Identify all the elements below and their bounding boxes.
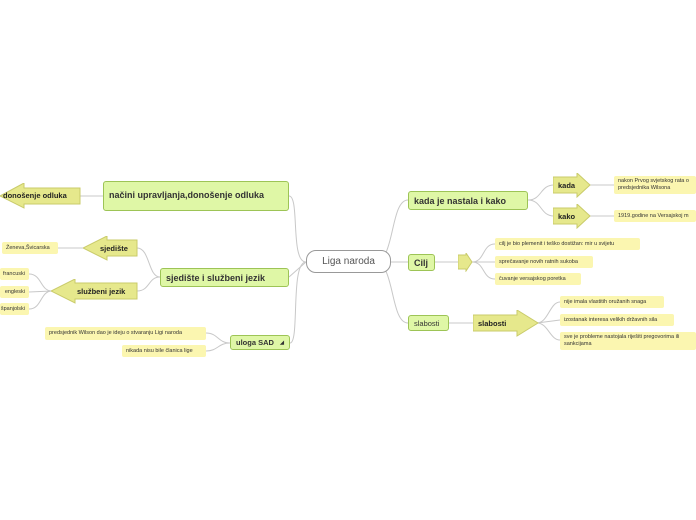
- topic-kada-je-nastala-label: kada je nastala i kako: [414, 195, 507, 206]
- arrow-shape-sjediste[interactable]: [83, 236, 138, 261]
- arrow-shape-kako[interactable]: [553, 204, 591, 229]
- leaf-uloga-1-text: predsjednik Wilson dao je ideju o stvara…: [49, 330, 182, 337]
- topic-slabosti[interactable]: slabosti: [408, 315, 449, 331]
- arrow-label-sjediste: sjedište: [100, 244, 128, 253]
- leaf-slabosti-2[interactable]: izostanak interesa velikih državnih sila: [560, 314, 674, 326]
- leaf-cilj-2[interactable]: sprečavanje novih ratnih sukoba: [495, 256, 593, 268]
- leaf-kada[interactable]: nakon Prvog svjetskog rata o predsjednik…: [614, 176, 696, 194]
- arrow-label-kada: kada: [558, 181, 576, 190]
- arrow-label-sluzbeni-jezik: službeni jezik: [77, 287, 126, 296]
- arrow-label-donosenje: donošenje odluka: [3, 191, 67, 200]
- leaf-kada-text: nakon Prvog svjetskog rata o predsjednik…: [618, 178, 689, 191]
- topic-sjediste-jezik[interactable]: sjedište i službeni jezik: [160, 268, 289, 287]
- leaf-cilj-1[interactable]: cilj je bio plemenit i teško dostižan: m…: [495, 238, 640, 250]
- topic-uloga-sad-label: uloga SAD: [236, 338, 274, 347]
- topic-uloga-sad[interactable]: uloga SAD ◢: [230, 335, 290, 350]
- leaf-slabosti-2-text: izostanak interesa velikih državnih sila: [564, 316, 658, 323]
- topic-nacini-upravljanja[interactable]: načini upravljanja,donošenje odluka: [103, 181, 289, 211]
- leaf-cilj-1-text: cilj je bio plemenit i teško dostižan: m…: [499, 240, 615, 247]
- leaf-uloga-1[interactable]: predsjednik Wilson dao je ideju o stvara…: [45, 327, 206, 340]
- central-topic[interactable]: Liga naroda: [306, 250, 391, 273]
- leaf-slabosti-1[interactable]: nije imala vlastitih oružanih snaga: [560, 296, 664, 308]
- topic-sjediste-jezik-label: sjedište i službeni jezik: [166, 272, 266, 283]
- arrow-shape-sluzbeni-jezik[interactable]: [51, 279, 138, 304]
- leaf-slabosti-1-text: nije imala vlastitih oružanih snaga: [564, 298, 647, 305]
- arrow-shape-donosenje[interactable]: [0, 183, 81, 209]
- leaf-jezik-3[interactable]: španjolski: [0, 303, 29, 315]
- leaf-jezik-2[interactable]: engleski: [0, 286, 29, 298]
- leaf-uloga-2-text: nikada nisu bile članica lige: [126, 347, 193, 354]
- collapse-triangle-icon[interactable]: ◢: [280, 339, 284, 346]
- central-topic-label: Liga naroda: [322, 256, 375, 267]
- topic-slabosti-label: slabosti: [414, 318, 440, 328]
- topic-nacini-upravljanja-label: načini upravljanja,donošenje odluka: [109, 190, 265, 201]
- leaf-uloga-2[interactable]: nikada nisu bile članica lige: [122, 345, 206, 357]
- leaf-cilj-2-text: sprečavanje novih ratnih sukoba: [499, 258, 578, 265]
- arrow-shape-slabosti[interactable]: [473, 310, 539, 337]
- leaf-slabosti-3-text: sve je probleme nastojala riješiti prego…: [564, 334, 680, 347]
- leaf-kako-text: 1919.godine na Versajskoj m: [618, 212, 689, 219]
- leaf-slabosti-3[interactable]: sve je probleme nastojala riješiti prego…: [560, 332, 696, 350]
- leaf-sjediste[interactable]: Ženeva,Švicarska: [2, 242, 58, 254]
- leaf-cilj-3[interactable]: čuvanje versajskog poretka: [495, 273, 581, 285]
- topic-cilj-label: Cilj: [414, 257, 429, 268]
- leaf-jezik-1[interactable]: francuski: [0, 268, 29, 280]
- topic-kada-je-nastala[interactable]: kada je nastala i kako: [408, 191, 528, 210]
- leaf-jezik-1-text: francuski: [2, 270, 25, 277]
- arrow-label-slabosti: slabosti: [478, 319, 507, 328]
- leaf-cilj-3-text: čuvanje versajskog poretka: [499, 275, 566, 282]
- leaf-sjediste-text: Ženeva,Švicarska: [6, 244, 50, 251]
- topic-cilj[interactable]: Cilj: [408, 254, 435, 271]
- leaf-jezik-3-text: španjolski: [0, 305, 25, 312]
- leaf-kako[interactable]: 1919.godine na Versajskoj m: [614, 210, 696, 222]
- leaf-jezik-2-text: engleski: [4, 288, 25, 295]
- arrow-shape-cilj[interactable]: [458, 253, 473, 272]
- arrow-label-kako: kako: [558, 212, 576, 221]
- arrow-shape-kada[interactable]: [553, 173, 591, 198]
